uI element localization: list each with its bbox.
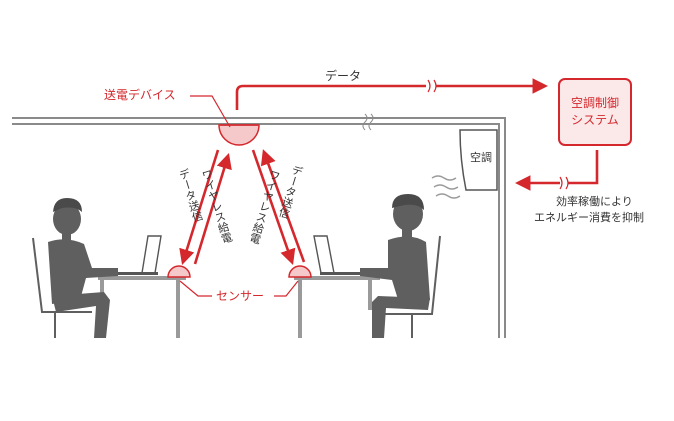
power-device-label: 送電デバイス (104, 88, 176, 102)
effect-line1: 効率稼働により (556, 195, 633, 208)
control-system-line2: システム (571, 113, 619, 127)
left-person (48, 198, 118, 338)
right-person (360, 194, 430, 338)
wireless-arrows-right (251, 149, 306, 265)
data-label: データ (325, 69, 362, 83)
sensor-left (167, 265, 191, 278)
right-laptop (313, 235, 360, 275)
right-chair (384, 235, 441, 338)
airflow-icon (431, 175, 461, 199)
room-walls (12, 113, 506, 338)
sensor-label: センサー (216, 289, 265, 303)
wireless-arrows-left (179, 149, 232, 265)
control-system-line1: 空調制御 (570, 95, 619, 110)
sensor-leaders (179, 280, 299, 297)
ac-unit-label: 空調 (470, 151, 492, 164)
power-device (218, 124, 260, 146)
power-device-leader (190, 95, 231, 128)
left-desk (98, 276, 186, 338)
ac-unit (459, 129, 498, 191)
control-system-box: 空調制御 システム (558, 78, 632, 146)
control-arrow-to-ac (514, 150, 599, 191)
left-chair (32, 237, 92, 338)
right-desk (294, 276, 380, 338)
sensor-right (288, 265, 312, 278)
left-laptop (118, 235, 162, 275)
effect-line2: エネルギー消費を抑制 (534, 211, 644, 224)
data-arrow-to-control (235, 78, 549, 110)
